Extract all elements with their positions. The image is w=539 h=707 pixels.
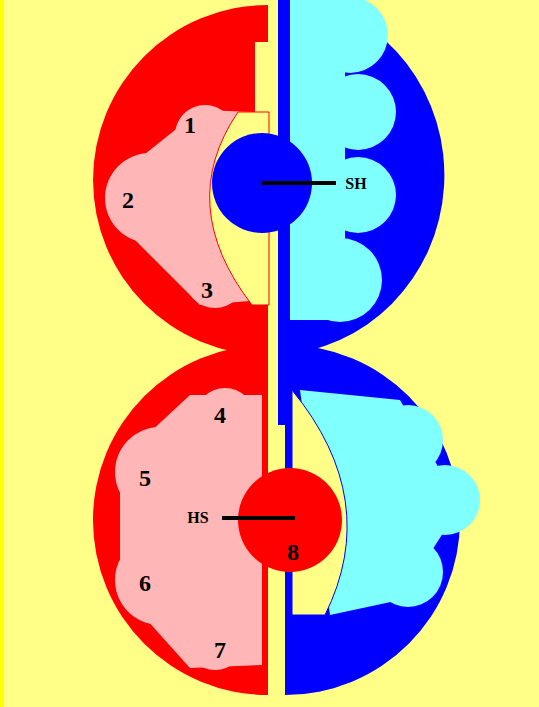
signal-name: HS [187,510,208,526]
callout-number: 8 [287,540,299,564]
callout-number: 4 [214,403,226,427]
callout-number: 2 [122,188,134,212]
callout-number: 3 [201,278,213,302]
callout-number: 7 [214,638,226,662]
signal-name: SH [345,176,366,192]
callout-number: 1 [184,113,196,137]
pointer-line [222,516,295,520]
callout-number: 5 [139,466,151,490]
edge-stripe [0,0,4,707]
callout-number: 6 [139,571,151,595]
blue-strip [278,330,290,425]
pointer-line [262,181,336,185]
